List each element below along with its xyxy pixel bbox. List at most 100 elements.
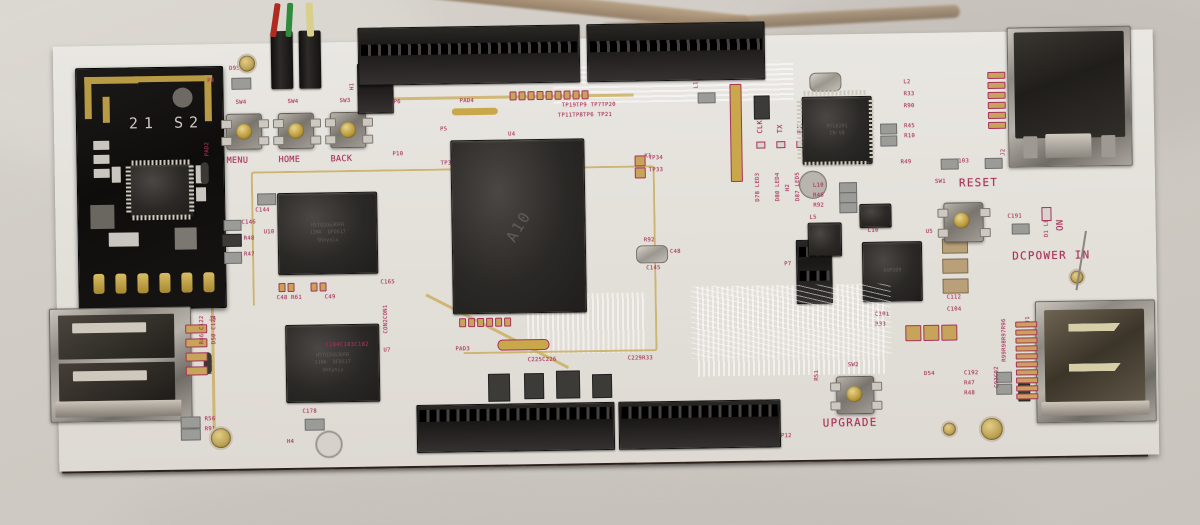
ethernet-phy-chip: RTL8201 CN-VB bbox=[801, 95, 873, 165]
passive-r283 bbox=[984, 157, 1003, 170]
l2-label: L10 bbox=[867, 227, 879, 234]
ram-chip-u7: H5TQ2G63DFR 11NA QFD517 SKhynix bbox=[285, 323, 381, 404]
back-button-label: BACK bbox=[330, 153, 353, 165]
dupont-connector-1[interactable] bbox=[270, 30, 294, 90]
reset-button-label: RESET bbox=[958, 175, 999, 190]
home-button-designator: SW4 bbox=[287, 98, 299, 105]
wifi-pin-pad-2 bbox=[115, 273, 127, 294]
button-leg bbox=[221, 136, 233, 147]
p2-header[interactable] bbox=[357, 24, 581, 86]
via-top-left bbox=[236, 53, 258, 74]
bottom-passive-labels: C225C226 bbox=[527, 356, 557, 364]
p9-header[interactable] bbox=[416, 401, 616, 453]
usb-shell-foot bbox=[55, 399, 182, 418]
hdmi-contact-lower bbox=[1069, 363, 1121, 372]
r295-label: R90 bbox=[903, 103, 915, 110]
hdmi-port[interactable] bbox=[1034, 299, 1157, 424]
r48-label: R48 bbox=[964, 390, 976, 397]
ram-chip-u10-designator: U10 bbox=[263, 229, 275, 236]
p12-label: P12 bbox=[780, 433, 792, 440]
passive-c192 bbox=[697, 92, 716, 104]
c104-label: C104 bbox=[946, 306, 962, 313]
c144-label: C144 bbox=[255, 207, 270, 214]
button-leg bbox=[830, 382, 842, 392]
p9-header-holes bbox=[419, 406, 612, 422]
wifi-soc-legs-right bbox=[188, 165, 195, 214]
button-leg bbox=[257, 119, 270, 129]
upgrade-button[interactable] bbox=[830, 375, 883, 415]
ethernet-jack-latch bbox=[1045, 133, 1092, 159]
r47-label: R47 bbox=[964, 380, 976, 387]
wifi-antenna-trace-left bbox=[84, 76, 139, 85]
crystal-x1 bbox=[635, 245, 669, 264]
tp-pad-row-1 bbox=[509, 90, 589, 101]
mounting-via-2 bbox=[978, 415, 1006, 443]
tp33-pad bbox=[634, 167, 646, 179]
wifi-soc-legs-bottom bbox=[132, 214, 191, 221]
passive-r104 bbox=[880, 135, 898, 147]
l10-inductor bbox=[221, 233, 242, 248]
on-led-label: ON bbox=[1055, 219, 1066, 231]
r103-label: R45 bbox=[904, 123, 915, 130]
mounting-hole-bottom-left bbox=[208, 425, 234, 451]
wifi-passive-8 bbox=[108, 232, 139, 247]
usb-tongue-lower bbox=[72, 370, 147, 382]
button-leg bbox=[220, 119, 233, 130]
p3-header[interactable] bbox=[586, 21, 766, 83]
tp33-label: TP33 bbox=[648, 167, 664, 174]
usb-cavity-lower bbox=[58, 361, 176, 402]
h4-label: H4 bbox=[286, 438, 295, 446]
copper-strip-right bbox=[729, 83, 743, 183]
c191-label: L2 bbox=[903, 79, 911, 86]
c48b-label: C145 bbox=[646, 265, 661, 272]
pad3-label: PAD3 bbox=[455, 346, 471, 353]
phy-legs-top bbox=[803, 89, 868, 96]
k1-label: K1 bbox=[644, 153, 652, 160]
usb-tongue-upper bbox=[72, 322, 147, 334]
c144-cap bbox=[257, 193, 277, 206]
r92-label: R92 bbox=[813, 202, 825, 209]
c49-label: C48 bbox=[669, 248, 681, 255]
r294-label: R33 bbox=[903, 91, 915, 98]
reset-button[interactable] bbox=[937, 202, 991, 243]
reset-button-designator: SW1 bbox=[934, 178, 946, 185]
wifi-passive-9 bbox=[174, 227, 197, 250]
wifi-pin-pad-3 bbox=[137, 273, 149, 294]
upgrade-button-label: UPGRADE bbox=[822, 415, 878, 430]
bottom-smd-1 bbox=[487, 373, 511, 402]
usb-port[interactable] bbox=[48, 306, 193, 423]
d87-led5-label: D87 LED5 bbox=[794, 172, 802, 202]
p12-header[interactable] bbox=[618, 399, 782, 450]
c178-label: C178 bbox=[302, 408, 317, 415]
button-leg bbox=[324, 118, 337, 128]
d80-led4-label: D80 LED4 bbox=[774, 172, 782, 202]
wifi-antenna-trace-top bbox=[134, 75, 213, 83]
wifi-module: 21 S2 bbox=[75, 65, 227, 311]
cap-c104 bbox=[942, 278, 969, 294]
bottom-smd-2 bbox=[523, 372, 545, 400]
c165-label: C49 bbox=[324, 294, 336, 301]
menu-button[interactable] bbox=[220, 113, 270, 150]
c112-label: C112 bbox=[946, 294, 962, 301]
back-button[interactable] bbox=[324, 111, 374, 149]
ethernet-jack-tab-left bbox=[1023, 136, 1038, 159]
dc-power-in-label: DCPOWER IN bbox=[1012, 248, 1091, 263]
dupont-connector-2[interactable] bbox=[298, 30, 322, 89]
x2-label: P5 bbox=[440, 126, 448, 133]
button-leg bbox=[871, 381, 883, 391]
button-leg bbox=[830, 401, 842, 411]
wifi-passive-7 bbox=[195, 187, 207, 202]
resistor-r45 bbox=[1011, 223, 1030, 235]
ethernet-pin-pads bbox=[987, 71, 1007, 129]
home-button[interactable] bbox=[272, 112, 322, 150]
p7-holes-2 bbox=[799, 270, 830, 281]
d54-label: D54 bbox=[923, 370, 935, 378]
ethernet-jack[interactable] bbox=[1006, 25, 1133, 168]
pad2-copper bbox=[200, 162, 209, 185]
ethernet-designator: J2 bbox=[1000, 148, 1007, 156]
bottom-smd-3 bbox=[555, 370, 581, 399]
wifi-passive-5 bbox=[90, 204, 115, 230]
upgrade-button-designator: SW2 bbox=[847, 362, 859, 369]
power-pad-row bbox=[905, 324, 958, 342]
